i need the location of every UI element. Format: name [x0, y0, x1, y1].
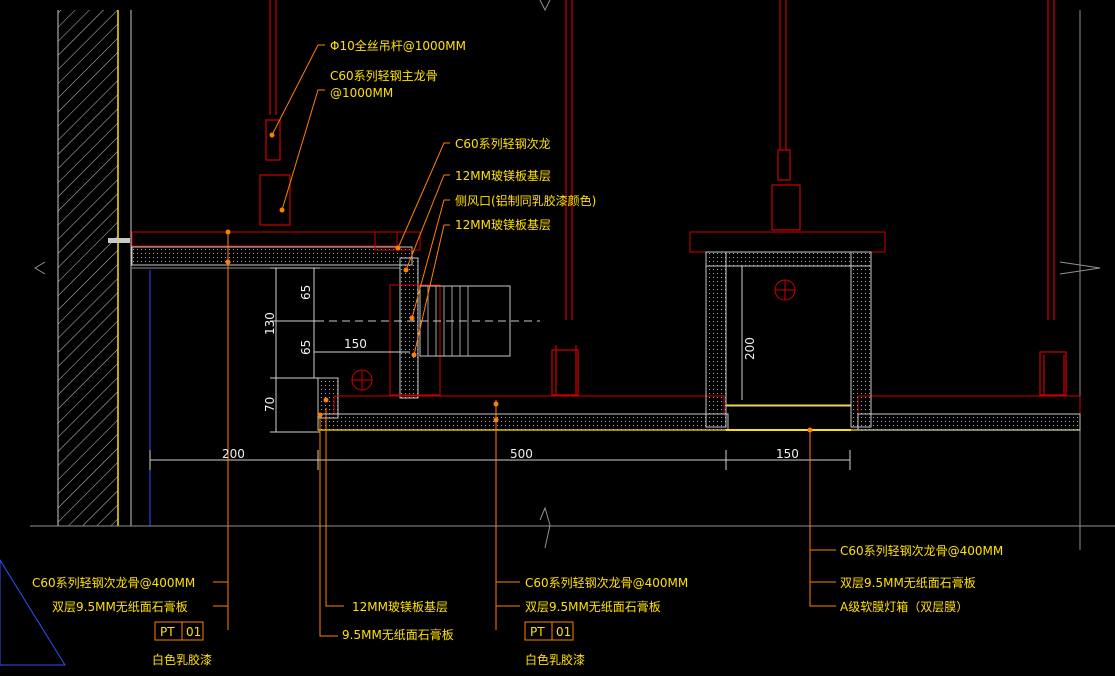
dim-65-bottom: 65	[299, 340, 313, 355]
wall	[57, 10, 151, 526]
legend-midleft-line2: 9.5MM无纸面石膏板	[342, 627, 454, 642]
mgo-board-top-label: 12MM玻镁板基层	[455, 169, 551, 183]
dim-65-top: 65	[299, 285, 313, 300]
legend-right-line1: C60系列轻钢次龙骨@400MM	[840, 544, 1003, 558]
legend-mid-line1: C60系列轻钢次龙骨@400MM	[525, 576, 688, 590]
secondary-keel-label: C60系列轻钢次龙	[455, 137, 551, 151]
legend-mid-finish: 白色乳胶漆	[525, 652, 585, 667]
legend-right-line3: A级软膜灯箱（双层膜）	[840, 599, 968, 614]
legend-mid-tag-num: 01	[556, 625, 571, 639]
vent-region	[290, 257, 540, 399]
light-box	[689, 231, 886, 431]
legend-right-line2: 双层9.5MM无纸面石膏板	[840, 575, 976, 590]
legend-left-tag: PT 01	[154, 621, 204, 641]
legend-midleft-line1: 12MM玻镁板基层	[352, 600, 448, 614]
dim-150-bottom: 150	[776, 447, 799, 461]
dim-150-vent: 150	[344, 337, 367, 351]
mgo-board-side-label: 12MM玻镁板基层	[455, 218, 551, 232]
legend-left-line1: C60系列轻钢次龙骨@400MM	[32, 576, 195, 590]
side-vent-label: 侧风口(铝制同乳胶漆颜色)	[455, 193, 596, 208]
leader-dots	[225, 132, 813, 433]
legend-mid-line2: 双层9.5MM无纸面石膏板	[525, 599, 661, 614]
legend-left-finish: 白色乳胶漆	[152, 652, 212, 667]
legend-mid-tag-code: PT	[530, 625, 545, 639]
dim-200-bottom: 200	[222, 447, 245, 461]
legend-mid-tag: PT 01	[524, 621, 574, 641]
hanger-rods	[259, 0, 1067, 396]
dimension-lines	[149, 266, 851, 470]
dim-200-box: 200	[743, 337, 757, 360]
legend-left-line2: 双层9.5MM无纸面石膏板	[52, 599, 188, 614]
legend-left-tag-code: PT	[160, 625, 175, 639]
lower-ceiling-board	[317, 377, 1081, 431]
main-keel-spacing-label: @1000MM	[330, 86, 393, 100]
dim-500: 500	[510, 447, 533, 461]
left-ceiling-board	[131, 231, 421, 269]
dim-130: 130	[263, 312, 277, 335]
legend-left-tag-num: 01	[186, 625, 201, 639]
leader-lines	[213, 44, 836, 637]
dim-70: 70	[263, 397, 277, 412]
main-keel-label: C60系列轻钢主龙骨	[330, 69, 438, 83]
hanger-rod-label: Φ10全丝吊杆@1000MM	[330, 38, 466, 53]
